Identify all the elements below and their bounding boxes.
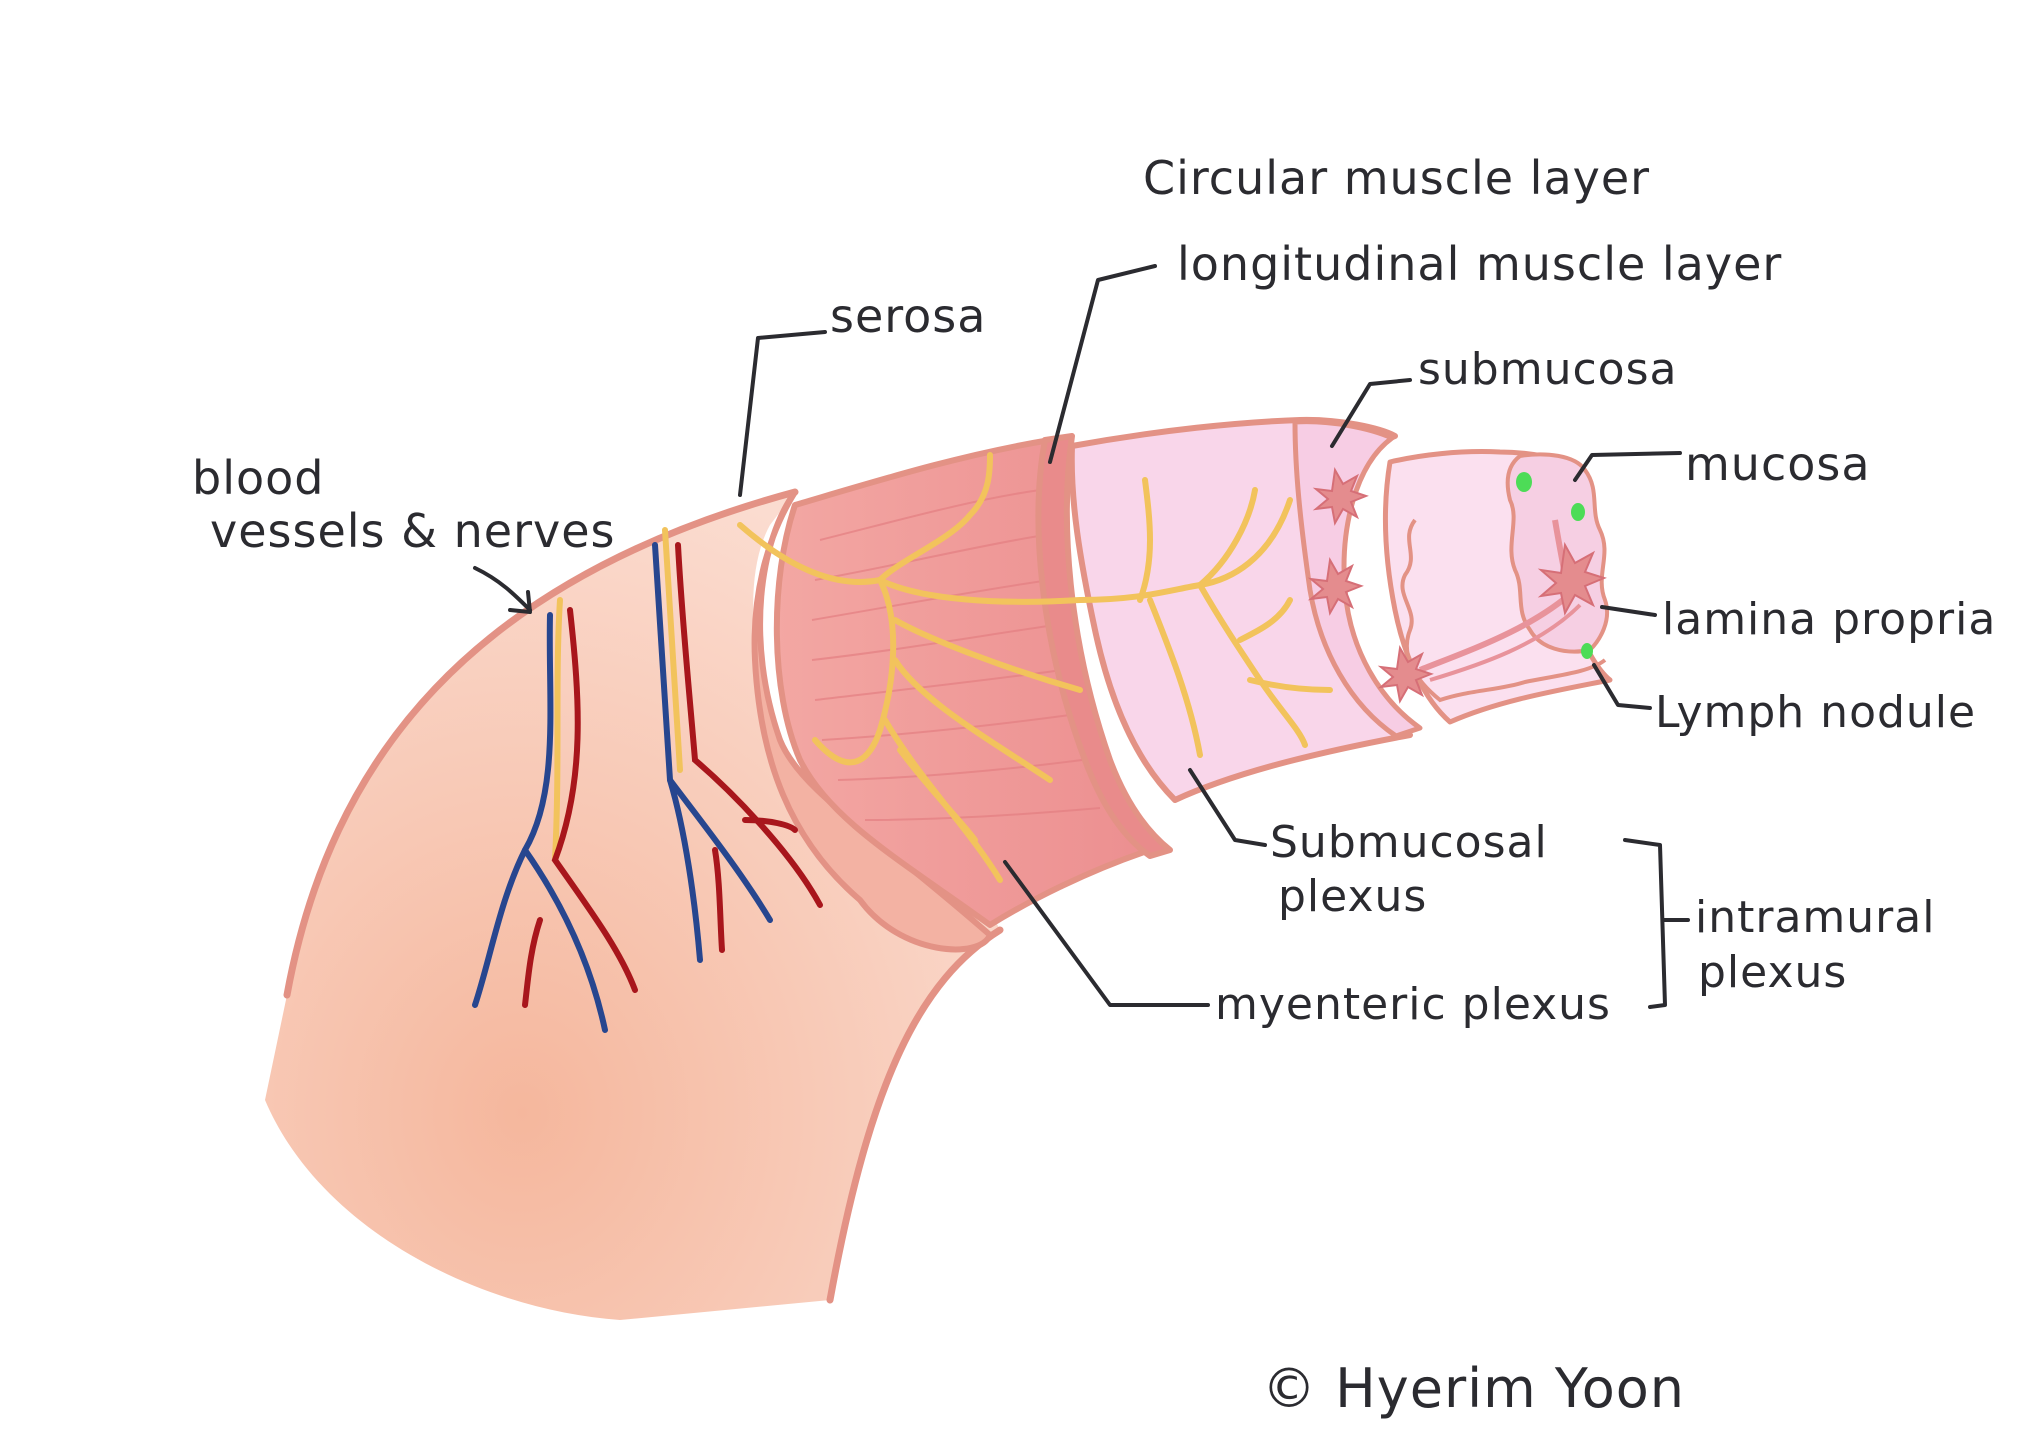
- mucosa-leader: [1573, 451, 1682, 482]
- lymph-nodule-leader: [1592, 663, 1652, 710]
- submucosal-glands: [1307, 466, 1607, 704]
- mucosa-label: mucosa: [1685, 437, 1871, 491]
- nerve-plexus: [737, 452, 1333, 883]
- blood-vessels-label-line1: blood: [192, 451, 325, 505]
- submucosal-plexus-label-line1: Submucosal: [1270, 817, 1548, 868]
- serosa-label: serosa: [830, 289, 987, 343]
- lamina-propria-label: lamina propria: [1662, 594, 1997, 645]
- intramural-plexus-label-line2: plexus: [1698, 947, 1848, 998]
- lamina-propria-leader: [1600, 605, 1657, 617]
- leader-lines: [473, 264, 1690, 1009]
- vessels-arrow: [473, 566, 532, 612]
- longitudinal-leader: [1048, 264, 1157, 464]
- circular-muscle-layer-label: Circular muscle layer: [1143, 151, 1651, 205]
- intramural-bracket: [1623, 838, 1690, 1009]
- serosal-vessels: [472, 527, 823, 1033]
- myenteric-plexus-leader: [1003, 860, 1210, 1007]
- copyright-signature: © Hyerim Yoon: [1262, 1357, 1686, 1420]
- myenteric-plexus-label: myenteric plexus: [1215, 979, 1611, 1030]
- circular-muscle-layer: [1035, 433, 1173, 859]
- mucosa-layer: [1382, 449, 1613, 725]
- serosa-leader: [738, 330, 827, 497]
- blood-vessels-label-line2: vessels & nerves: [210, 504, 616, 558]
- submucosa-label: submucosa: [1418, 344, 1678, 395]
- longitudinal-muscle-layer-label: longitudinal muscle layer: [1177, 237, 1783, 291]
- submucosa-leader: [1330, 378, 1412, 448]
- submucosal-plexus-label-line2: plexus: [1278, 871, 1428, 922]
- lymph-nodules: [1516, 472, 1593, 659]
- lymph-nodule-label: Lymph nodule: [1655, 687, 1977, 738]
- intramural-plexus-label-line1: intramural: [1695, 892, 1936, 943]
- submucosal-plexus-leader: [1188, 768, 1267, 847]
- vessels-arrowhead: [508, 590, 532, 614]
- submucosa-layer: [1068, 416, 1423, 803]
